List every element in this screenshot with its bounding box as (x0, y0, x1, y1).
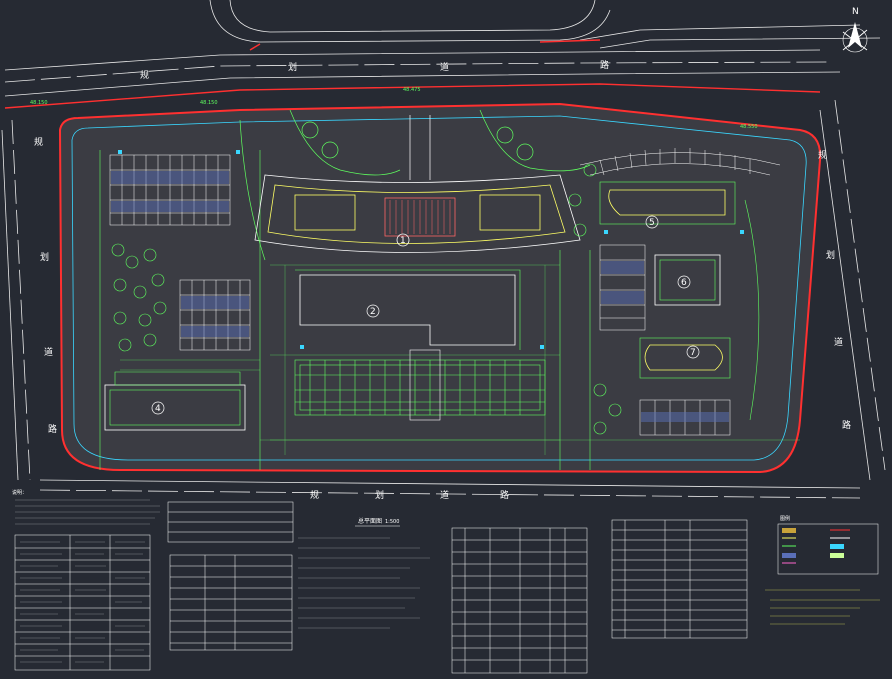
building-index-table (167, 501, 294, 651)
svg-text:规: 规 (818, 150, 827, 161)
economic-index-table (611, 519, 748, 639)
parking-fill-west (111, 171, 249, 337)
level-mark-1: 48.150 (30, 100, 48, 106)
building-7 (639, 337, 731, 379)
building-number-6: 6 (681, 278, 687, 288)
road-labels-west: 规 划 道 路 (34, 137, 57, 435)
svg-text:路: 路 (600, 59, 609, 71)
level-marks: 48.150 48.475 48.150 48.550 (30, 87, 758, 130)
building-number-4: 4 (155, 404, 161, 414)
setback-line-north-2 (249, 39, 601, 51)
building-1 (254, 174, 581, 253)
building-6 (654, 254, 721, 306)
svg-text:道: 道 (44, 346, 53, 358)
building-number-2: 2 (370, 307, 376, 317)
site-boundary (58, 102, 822, 474)
title-block: 总平面图 1:500 (298, 517, 430, 629)
svg-text:划: 划 (40, 251, 49, 263)
cyan-markers (118, 150, 744, 349)
building-4: 4 (104, 371, 246, 431)
drawing-scale: 1:500 (385, 519, 399, 525)
svg-text:道: 道 (834, 336, 843, 348)
svg-text:划: 划 (826, 249, 835, 261)
parking-fill-east (601, 261, 729, 422)
legend-block: 图例 (765, 515, 880, 625)
building-number-5: 5 (649, 218, 655, 228)
notes-label: 说明： (12, 489, 27, 496)
svg-text:规: 规 (310, 490, 319, 501)
road-labels-east: 规 划 道 路 (818, 150, 851, 431)
level-mark-4: 48.550 (740, 124, 758, 130)
road-network (1, 0, 886, 499)
svg-text:道: 道 (440, 489, 449, 501)
svg-text:路: 路 (500, 489, 509, 501)
svg-text:规: 规 (140, 70, 149, 81)
drawing-title: 总平面图 (358, 517, 382, 525)
north-letter: N (852, 7, 859, 17)
cad-guide-lines (120, 264, 800, 455)
site-inner-boundary (71, 115, 807, 461)
trees-east (559, 163, 760, 470)
svg-text:划: 划 (375, 489, 384, 501)
building-5 (599, 181, 736, 229)
setback-line-north (4, 83, 821, 109)
road-labels-north: 规 划 道 路 (140, 59, 609, 81)
north-arrow: N (842, 7, 868, 53)
svg-text:划: 划 (288, 61, 297, 73)
svg-text:路: 路 (842, 419, 851, 431)
svg-text:规: 规 (34, 137, 43, 148)
svg-text:路: 路 (48, 423, 57, 435)
road-labels-south: 规 划 道 路 (310, 489, 509, 501)
parking-west (109, 154, 251, 351)
legend-label: 图例 (780, 515, 790, 522)
building-number-1: 1 (400, 236, 406, 246)
level-mark-2: 48.475 (403, 87, 421, 93)
building-number-7: 7 (690, 348, 696, 358)
notes-block: 说明： (12, 489, 160, 671)
trees-west (99, 150, 261, 470)
landscape-north (239, 109, 591, 261)
svg-text:道: 道 (440, 61, 449, 73)
level-mark-3: 48.150 (200, 100, 218, 106)
building-2 (295, 269, 521, 350)
area-table (451, 527, 588, 674)
